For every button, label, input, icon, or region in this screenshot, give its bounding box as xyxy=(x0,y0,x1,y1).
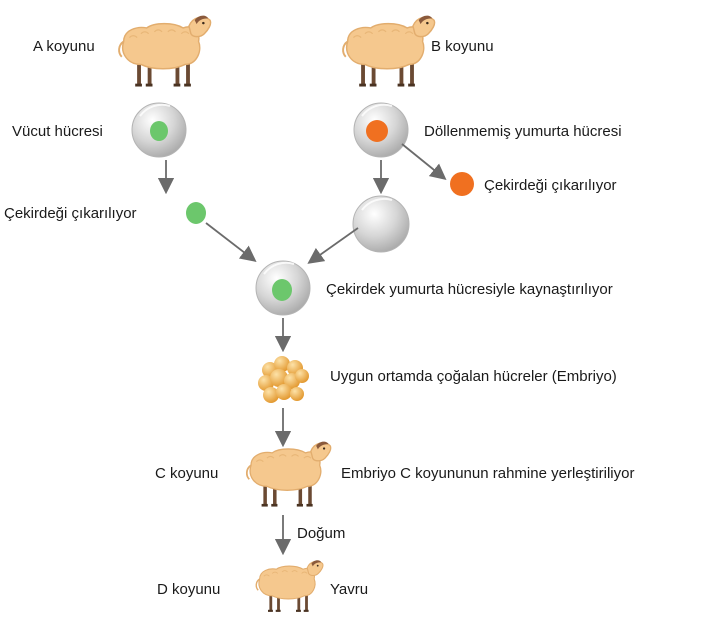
label-sheep-a: A koyunu xyxy=(33,38,95,55)
flow-arrows xyxy=(157,143,447,556)
sheep-b-illustration xyxy=(342,14,436,88)
label-sheep-c: C koyunu xyxy=(155,465,218,482)
sheep-d-illustration xyxy=(255,559,324,613)
green-nucleus xyxy=(150,121,168,141)
fused-cell xyxy=(255,260,311,316)
enucleated-egg-cell xyxy=(352,195,410,253)
orange-nucleus xyxy=(366,120,388,142)
label-embryo: Uygun ortamda çoğalan hücreler (Embriyo) xyxy=(330,368,617,385)
body-cell xyxy=(131,102,187,158)
removed-green-nucleus xyxy=(186,202,206,224)
arrow-nucleus-to-fusion xyxy=(205,222,257,262)
unfertilized-egg-cell xyxy=(353,102,409,158)
removed-orange-nucleus xyxy=(450,172,474,196)
label-nucleus-removed-left: Çekirdeği çıkarılıyor xyxy=(4,205,137,222)
label-sheep-b: B koyunu xyxy=(431,38,494,55)
sheep-a-illustration xyxy=(118,14,212,88)
arrow-egg-to-removed-nucleus xyxy=(401,143,447,181)
label-implant: Embriyo C koyununun rahmine yerleştirili… xyxy=(341,465,634,482)
label-body-cell: Vücut hücresi xyxy=(12,123,103,140)
label-sheep-d: D koyunu xyxy=(157,581,220,598)
label-unfertilized-egg: Döllenmemiş yumurta hücresi xyxy=(424,123,622,140)
label-birth: Doğum xyxy=(297,525,345,542)
green-nucleus xyxy=(272,279,292,301)
embryo-cluster xyxy=(258,356,309,403)
label-nucleus-removed-right: Çekirdeği çıkarılıyor xyxy=(484,177,617,194)
sheep-c-illustration xyxy=(245,440,332,508)
label-offspring: Yavru xyxy=(330,581,368,598)
label-fusion: Çekirdek yumurta hücresiyle kaynaştırılı… xyxy=(326,281,613,298)
arrow-egg-to-fusion xyxy=(307,227,359,264)
